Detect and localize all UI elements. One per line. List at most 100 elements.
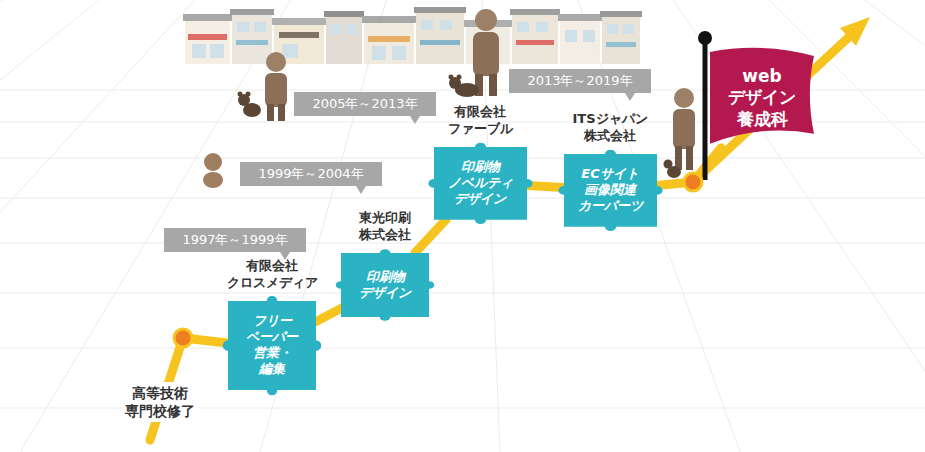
perspective-grid — [470, 0, 925, 452]
callout-tail — [356, 186, 366, 194]
townscape — [392, 46, 406, 60]
puzzle-shape — [558, 149, 662, 230]
townscape — [623, 24, 634, 34]
person-figures — [278, 104, 285, 121]
dog-figures — [246, 92, 251, 97]
townscape — [583, 30, 595, 42]
townscape — [421, 20, 433, 30]
townscape — [331, 24, 341, 34]
career-puzzle-box: 東光印刷 株式会社印刷物 デザイン — [341, 253, 429, 317]
date-callout: 2013年～2019年 — [509, 69, 650, 93]
townscape — [232, 14, 272, 64]
period-text: 1999年～2004年 — [258, 166, 363, 182]
milestone-dot — [174, 329, 192, 347]
townscape — [192, 44, 206, 58]
perspective-grid — [0, 0, 470, 452]
townscape — [230, 9, 274, 15]
career-puzzle-box: ITSジャパン 株式会社ECサイト 画像関連 カーパーツ — [564, 154, 657, 227]
townscape — [272, 18, 326, 25]
perspective-grid — [0, 0, 470, 452]
puzzle-shape — [428, 142, 532, 223]
person-figures — [265, 73, 287, 107]
person-figures — [267, 104, 274, 121]
person-figures — [266, 52, 286, 72]
townscape — [364, 22, 414, 64]
goal-arrow — [693, 17, 870, 182]
period-text: 2013年～2019年 — [527, 73, 632, 89]
person-figures — [673, 109, 695, 149]
townscape — [368, 36, 410, 42]
townscape — [565, 30, 577, 42]
townscape — [516, 40, 554, 45]
townscape — [188, 34, 227, 40]
townscape — [183, 7, 642, 64]
date-callout: 1999年～2004年 — [240, 162, 381, 186]
townscape — [210, 44, 224, 58]
career-puzzle-box: 有限会社 ファーブル印刷物 ノベルティ デザイン — [434, 147, 527, 220]
callout-tail — [410, 116, 420, 124]
dog-figures — [664, 160, 673, 169]
person-figures — [473, 32, 499, 76]
perspective-grid — [0, 0, 470, 452]
flag-cloth — [710, 48, 814, 144]
townscape — [326, 16, 362, 64]
townscape — [512, 14, 558, 64]
person-figures — [674, 88, 694, 108]
townscape — [607, 24, 618, 34]
callout-tail — [625, 93, 635, 101]
townscape — [414, 7, 466, 13]
company-name: 有限会社 ファーブル — [448, 104, 513, 138]
period-text: 1997年～1999年 — [182, 232, 287, 248]
perspective-grid — [0, 293, 925, 294]
job-description: ECサイト 画像関連 カーパーツ — [578, 166, 643, 215]
milestone-dot — [684, 173, 702, 191]
townscape — [185, 20, 230, 64]
dog-figures — [238, 92, 243, 97]
townscape — [560, 20, 600, 64]
townscape — [510, 9, 560, 15]
townscape — [536, 22, 548, 32]
townscape — [600, 11, 642, 17]
period-text: 2005年～2013年 — [312, 96, 417, 112]
perspective-grid — [20, 0, 470, 452]
career-path-line — [316, 308, 341, 321]
puzzle-shape — [336, 249, 435, 321]
job-description: フリー ペーパー 営業・編集 — [246, 313, 298, 378]
townscape — [440, 20, 452, 30]
townscape — [372, 46, 386, 60]
townscape — [279, 32, 319, 38]
townscape — [236, 40, 268, 45]
company-name: ITSジャパン 株式会社 — [572, 111, 647, 145]
person-figures — [686, 146, 693, 170]
townscape — [324, 11, 364, 17]
person-figures — [475, 9, 497, 31]
townscape — [183, 14, 232, 21]
townscape — [420, 40, 460, 45]
baby-figure — [203, 172, 223, 188]
townscape — [346, 24, 356, 34]
perspective-grid — [0, 348, 925, 349]
townscape — [606, 42, 636, 47]
townscape — [362, 16, 416, 23]
townscape — [602, 16, 640, 64]
start-label: 高等技術 専門校修了 — [121, 382, 199, 422]
company-name: 東光印刷 株式会社 — [359, 210, 411, 244]
dog-figures — [457, 75, 462, 80]
baby-figure — [204, 153, 222, 171]
date-callout: 2005年～2013年 — [294, 92, 435, 116]
person-figures — [489, 74, 497, 96]
puzzle-shape — [223, 295, 322, 395]
goal-arrow — [840, 17, 870, 46]
goal-flag: web デザイン 養成科 — [710, 48, 814, 148]
townscape — [558, 14, 602, 21]
townscape — [517, 22, 529, 32]
perspective-grid — [470, 0, 740, 452]
perspective-grid — [470, 0, 925, 452]
flag-pole — [698, 31, 712, 180]
flag-pole — [698, 31, 712, 45]
date-callout: 1997年～1999年 — [164, 228, 305, 252]
career-path-line — [527, 186, 564, 188]
perspective-grid — [470, 0, 500, 452]
